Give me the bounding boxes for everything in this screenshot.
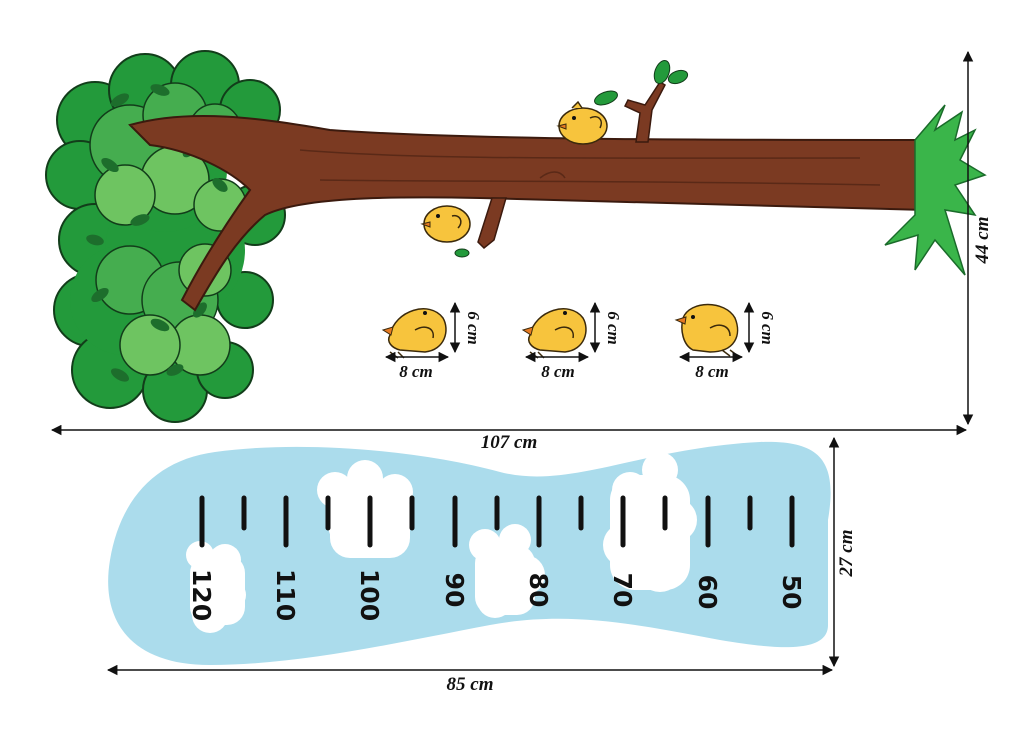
height-ruler-sticker: 120 110 100 90 80 70 60 50 [108, 441, 831, 665]
ruler-label-80: 80 [524, 573, 553, 608]
ruler-label-70: 70 [608, 573, 637, 608]
bird-sticker-3 [674, 303, 739, 357]
tree-trunk [128, 114, 927, 312]
ruler-label-110: 110 [271, 569, 300, 621]
trunk-upper-twig [623, 80, 666, 143]
tree-height-label: 44 cm [972, 217, 993, 265]
bird-1-width-label: 8 cm [399, 362, 433, 381]
trunk-grain [299, 149, 881, 186]
ruler-label-100: 100 [355, 569, 384, 621]
ruler-label-50: 50 [777, 575, 806, 610]
bird-3-height-label: 6 cm [758, 311, 777, 345]
ruler-clouds [186, 452, 697, 633]
bird-2-width-label: 8 cm [541, 362, 575, 381]
tree-width-label: 107 cm [481, 432, 537, 453]
bird-under-branch-icon [420, 205, 471, 258]
bird-on-branch-icon [556, 100, 608, 145]
twig-leaf-icon [667, 69, 689, 85]
ruler-ticks [199, 495, 795, 548]
ruler-label-90: 90 [440, 573, 469, 608]
bird-sticker-2 [521, 308, 587, 359]
ruler-width-label: 85 cm [447, 674, 494, 695]
trunk-lower-branch [477, 197, 507, 250]
bird-1-height-label: 6 cm [464, 311, 483, 345]
twig-leaf-icon [653, 59, 671, 85]
bird-2-height-label: 6 cm [604, 311, 623, 345]
tree-sticker [45, 50, 987, 423]
bird-3-width-label: 8 cm [695, 362, 729, 381]
ruler-label-120: 120 [187, 569, 216, 621]
bird-dimension-arrows [384, 301, 755, 363]
ruler-label-60: 60 [693, 575, 722, 610]
twig-leaf-icon [594, 90, 618, 106]
tree-foliage-highlights [89, 82, 247, 376]
ruler-height-label: 27 cm [836, 530, 857, 578]
bird-sticker-1 [381, 308, 447, 359]
